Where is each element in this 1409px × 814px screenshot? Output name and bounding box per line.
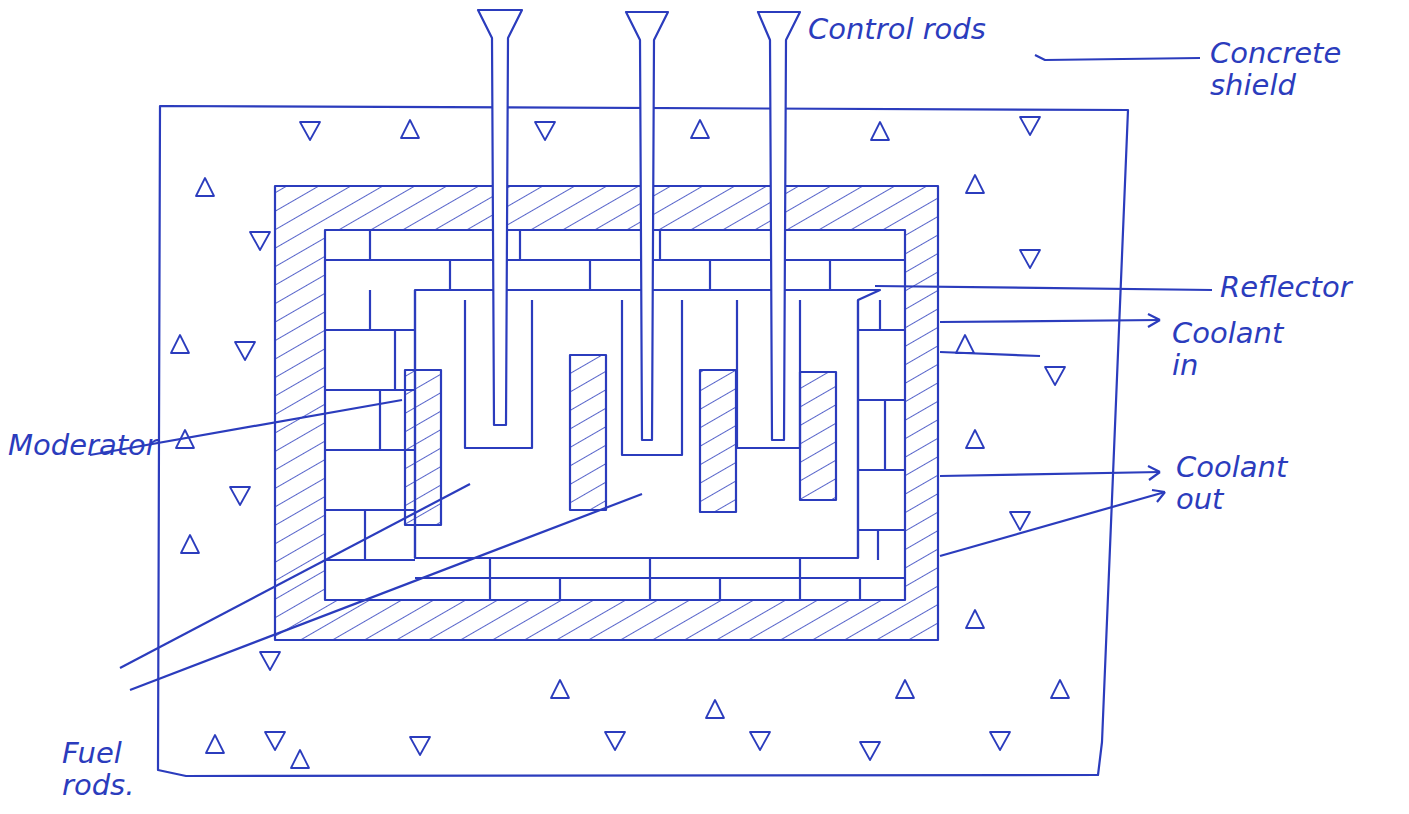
aggregate-mark: [181, 535, 199, 553]
aggregate-mark: [171, 335, 189, 353]
brick-line: [325, 389, 415, 391]
brick-line: [719, 578, 721, 600]
aggregate-mark: [750, 732, 770, 750]
brick-layer: [325, 230, 905, 600]
aggregate-mark: [860, 742, 880, 760]
brick-line: [877, 530, 879, 560]
brick-line: [858, 529, 905, 531]
brick-line: [364, 510, 366, 560]
aggregate-mark: [1020, 250, 1040, 268]
aggregate-mark: [206, 735, 224, 753]
brick-line: [589, 260, 591, 290]
brick-line: [858, 399, 905, 401]
coolant-pipes: [940, 314, 1165, 556]
aggregate-mark: [291, 750, 309, 768]
aggregate-mark: [230, 487, 250, 505]
brick-line: [325, 559, 415, 561]
brick-line: [857, 300, 859, 558]
aggregate-mark: [1045, 367, 1065, 385]
aggregate-mark: [1020, 117, 1040, 135]
brick-line: [449, 260, 451, 290]
aggregate-mark: [1051, 680, 1069, 698]
aggregate-mark: [535, 122, 555, 140]
aggregate-mark: [1010, 512, 1030, 530]
brick-line: [799, 558, 801, 600]
brick-line: [379, 390, 381, 450]
brick-line: [559, 578, 561, 600]
brick-line: [649, 558, 651, 600]
aggregate-mark: [196, 178, 214, 196]
concrete-aggregate: [171, 117, 1069, 768]
aggregate-mark: [265, 732, 285, 750]
brick-line: [519, 230, 521, 260]
brick-line: [879, 300, 881, 330]
aggregate-mark: [176, 430, 194, 448]
part-label: Coolant out: [1176, 452, 1316, 516]
brick-line: [325, 449, 415, 451]
aggregate-mark: [966, 610, 984, 628]
aggregate-mark: [871, 122, 889, 140]
brick-line: [325, 259, 905, 261]
aggregate-mark: [551, 680, 569, 698]
brick-line: [415, 577, 905, 579]
part-label: Moderator: [8, 430, 168, 462]
brick-line: [858, 469, 905, 471]
aggregate-mark: [605, 732, 625, 750]
leader-lines: [90, 55, 1212, 690]
brick-line: [369, 290, 371, 330]
part-label: Control rods: [808, 14, 1068, 46]
aggregate-mark: [706, 700, 724, 718]
aggregate-mark: [401, 120, 419, 138]
brick-line: [829, 260, 831, 290]
brick-line: [489, 558, 491, 600]
brick-line: [369, 230, 371, 260]
part-label: Coolant in: [1172, 318, 1302, 382]
aggregate-mark: [235, 342, 255, 360]
brick-line: [659, 230, 661, 260]
brick-line: [709, 260, 711, 290]
brick-line: [858, 329, 905, 331]
aggregate-mark: [896, 680, 914, 698]
reflector-layer: [275, 186, 938, 640]
aggregate-mark: [966, 430, 984, 448]
brick-line: [884, 400, 886, 470]
brick-line: [325, 509, 415, 511]
brick-line: [394, 330, 396, 390]
aggregate-mark: [410, 737, 430, 755]
fuel-channels: [465, 300, 800, 455]
aggregate-mark: [691, 120, 709, 138]
aggregate-mark: [966, 175, 984, 193]
aggregate-mark: [956, 335, 974, 353]
aggregate-mark: [300, 122, 320, 140]
part-label: Concrete shield: [1210, 38, 1395, 102]
aggregate-mark: [260, 652, 280, 670]
brick-line: [859, 578, 861, 600]
part-label: Reflector: [1220, 272, 1400, 304]
aggregate-mark: [990, 732, 1010, 750]
control-rods: [478, 10, 800, 440]
aggregate-mark: [250, 232, 270, 250]
part-label: Fuel rods.: [62, 738, 182, 802]
